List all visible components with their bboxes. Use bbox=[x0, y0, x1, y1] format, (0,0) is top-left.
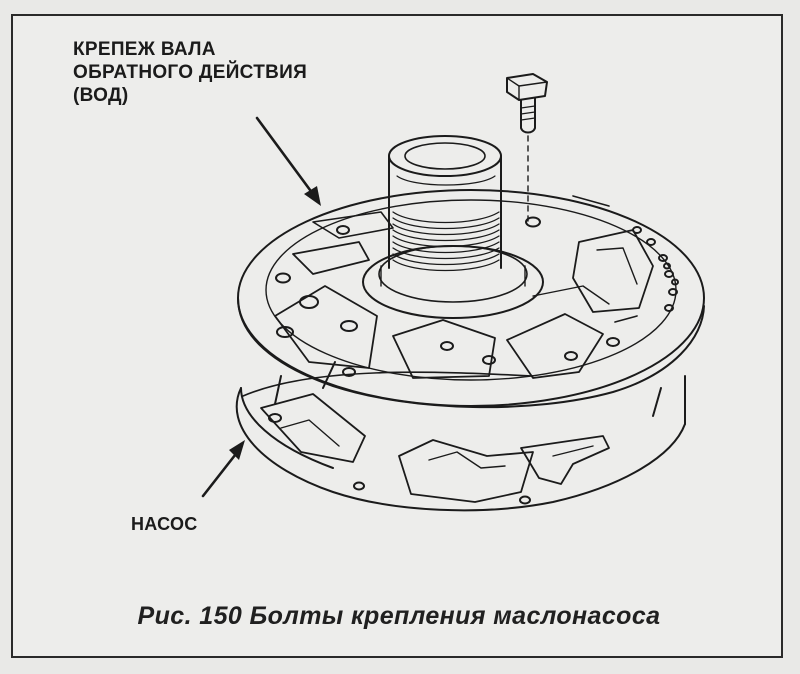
stator-plate bbox=[237, 189, 705, 409]
shaft-callout-label: КРЕПЕЖ ВАЛА ОБРАТНОГО ДЕЙСТВИЯ (ВОД) bbox=[73, 38, 433, 107]
figure-caption: Рис. 150 Болты крепления маслонасоса bbox=[137, 602, 661, 630]
shaft-label-line3: (ВОД) bbox=[73, 85, 129, 106]
shaft-label-line2: ОБРАТНОГО ДЕЙСТВИЯ bbox=[73, 62, 308, 83]
figure-frame: КРЕПЕЖ ВАЛА ОБРАТНОГО ДЕЙСТВИЯ (ВОД) НАС… bbox=[11, 14, 783, 658]
shaft-label-line1: КРЕПЕЖ ВАЛА bbox=[73, 39, 216, 60]
callout-arrows bbox=[201, 116, 315, 498]
pump-arrowhead bbox=[229, 440, 245, 460]
reaction-shaft bbox=[362, 135, 544, 319]
pump-callout-label: НАСОС bbox=[131, 514, 198, 534]
pump-illustration bbox=[201, 73, 705, 512]
mounting-bolt bbox=[506, 73, 548, 223]
shaft-arrowhead bbox=[304, 186, 321, 206]
pump-housing bbox=[235, 361, 686, 512]
